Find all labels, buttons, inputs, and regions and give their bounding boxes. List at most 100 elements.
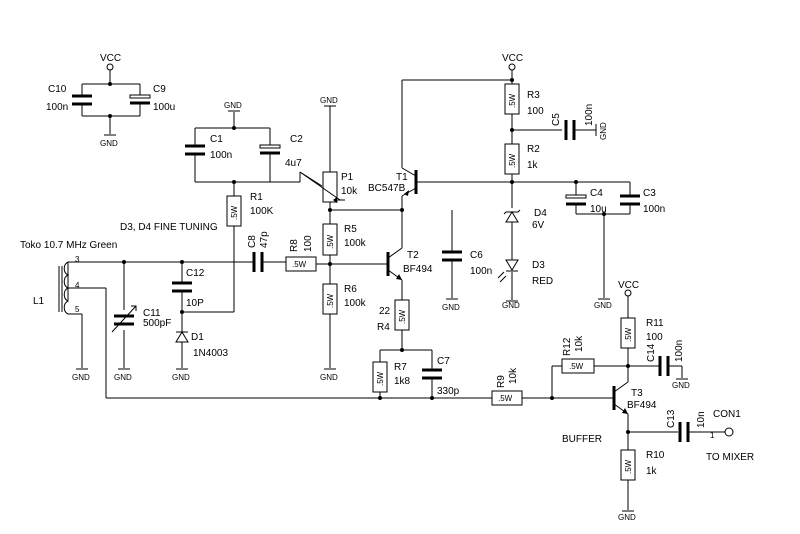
label-text: 100u bbox=[153, 102, 175, 113]
connector-con1 bbox=[724, 427, 734, 437]
label-text: TO MIXER bbox=[706, 452, 754, 463]
label-text: 10k bbox=[341, 186, 358, 197]
label-text: R3 bbox=[527, 90, 540, 101]
label-text: .5W bbox=[508, 153, 517, 168]
label-text: GND bbox=[320, 96, 338, 105]
label-text: C4 bbox=[590, 188, 603, 199]
label-text: D3, D4 FINE TUNING bbox=[120, 222, 218, 233]
label-text: R10 bbox=[646, 450, 665, 461]
capacitor-c2 bbox=[259, 144, 281, 155]
label-text: 100 bbox=[646, 332, 663, 343]
label-text: 1k bbox=[527, 160, 539, 171]
resistor-r5: .5W bbox=[322, 223, 338, 256]
label-text: C1 bbox=[210, 134, 223, 145]
gnd-symbol-3: GND bbox=[320, 96, 338, 107]
gnd-symbol-8: GND bbox=[320, 368, 338, 382]
transistor-t2 bbox=[386, 247, 403, 281]
label-text: GND bbox=[599, 122, 608, 140]
label-text: T2 bbox=[407, 250, 419, 261]
label-text: .5W bbox=[326, 234, 335, 249]
label-text: GND bbox=[594, 301, 612, 310]
label-text: C2 bbox=[290, 134, 303, 145]
label-text: GND bbox=[672, 381, 690, 390]
label-text: VCC bbox=[502, 53, 523, 64]
label-text: 5 bbox=[75, 305, 80, 314]
label-text: GND bbox=[224, 101, 242, 110]
capacitor-c8 bbox=[252, 252, 264, 272]
label-text: .5W bbox=[624, 459, 633, 474]
label-text: BC547B bbox=[368, 183, 406, 194]
label-text: R4 bbox=[377, 322, 390, 333]
label-text: C9 bbox=[153, 84, 166, 95]
gnd-symbol-13: GND bbox=[618, 510, 636, 522]
gnd-symbol-4: GND bbox=[595, 122, 608, 140]
resistor-r3: .5W bbox=[504, 83, 520, 115]
label-text: GND bbox=[502, 301, 520, 310]
resistor-r9: .5W bbox=[491, 390, 523, 406]
capacitor-c4 bbox=[565, 194, 587, 206]
resistor-r8: .5W bbox=[285, 256, 317, 272]
capacitor-c10 bbox=[72, 94, 92, 106]
label-text: 10P bbox=[186, 298, 204, 309]
label-text: 100n bbox=[584, 104, 595, 126]
label-text: 100n bbox=[470, 266, 492, 277]
label-text: BUFFER bbox=[562, 434, 602, 445]
label-text: P1 bbox=[341, 172, 354, 183]
inductor-l1 bbox=[58, 261, 70, 315]
label-text: R7 bbox=[394, 362, 407, 373]
label-text: Toko 10.7 MHz Green bbox=[20, 240, 117, 251]
capacitor-c5 bbox=[564, 120, 576, 140]
label-text: BF494 bbox=[627, 400, 657, 411]
label-text: R12 bbox=[562, 337, 573, 356]
gnd-symbol-7: GND bbox=[172, 368, 190, 382]
label-text: C10 bbox=[48, 84, 67, 95]
label-text: 100 bbox=[527, 106, 544, 117]
label-text: 10u bbox=[590, 204, 607, 215]
transistor-t1 bbox=[401, 167, 420, 197]
label-text: R9 bbox=[496, 375, 507, 388]
label-text: L1 bbox=[33, 296, 45, 307]
label-text: R6 bbox=[344, 284, 357, 295]
label-text: .5W bbox=[508, 93, 517, 108]
label-text: 100K bbox=[250, 206, 274, 217]
label-text: 100n bbox=[210, 150, 232, 161]
gnd-symbol-10: GND bbox=[502, 300, 520, 310]
resistor-r12: .5W bbox=[561, 358, 595, 374]
label-text: 10n bbox=[696, 411, 707, 428]
label-text: 10k bbox=[508, 367, 519, 384]
label-text: C12 bbox=[186, 268, 205, 279]
gnd-symbols: GND GND GND GND GND GND GND GND GND GND … bbox=[72, 96, 690, 522]
label-text: 100n bbox=[643, 204, 665, 215]
label-text: 100n bbox=[46, 102, 68, 113]
label-text: R11 bbox=[646, 318, 664, 329]
label-text: CON1 bbox=[713, 409, 741, 420]
capacitors bbox=[72, 94, 690, 442]
label-text: GND bbox=[114, 373, 132, 382]
label-text: GND bbox=[100, 139, 118, 148]
gnd-symbol-6: GND bbox=[114, 368, 132, 382]
label-text: 330p bbox=[437, 386, 460, 397]
label-text: C13 bbox=[666, 409, 677, 428]
label-text: .5W bbox=[398, 309, 407, 324]
resistor-r4: .5W bbox=[394, 299, 410, 331]
capacitor-c14 bbox=[658, 356, 670, 376]
label-text: D3 bbox=[532, 260, 545, 271]
label-text: T1 bbox=[396, 172, 408, 183]
label-text: C5 bbox=[551, 113, 562, 126]
diode-d4-zener bbox=[503, 209, 521, 223]
vcc-symbols: VCC VCC VCC bbox=[100, 53, 639, 297]
label-text: R2 bbox=[527, 144, 540, 155]
label-text: GND bbox=[618, 513, 636, 522]
resistor-r7: .5W bbox=[372, 361, 388, 393]
capacitor-c6 bbox=[442, 250, 462, 262]
label-text: 500pF bbox=[143, 318, 171, 329]
vcc-symbol-3: VCC bbox=[618, 280, 639, 297]
label-text: RED bbox=[532, 276, 553, 287]
label-text: R8 bbox=[289, 239, 300, 252]
label-text: GND bbox=[72, 373, 90, 382]
label-text: .5W bbox=[624, 327, 633, 342]
label-text: T3 bbox=[631, 388, 643, 399]
label-text: 47p bbox=[259, 231, 270, 248]
label-text: 3 bbox=[75, 255, 80, 264]
